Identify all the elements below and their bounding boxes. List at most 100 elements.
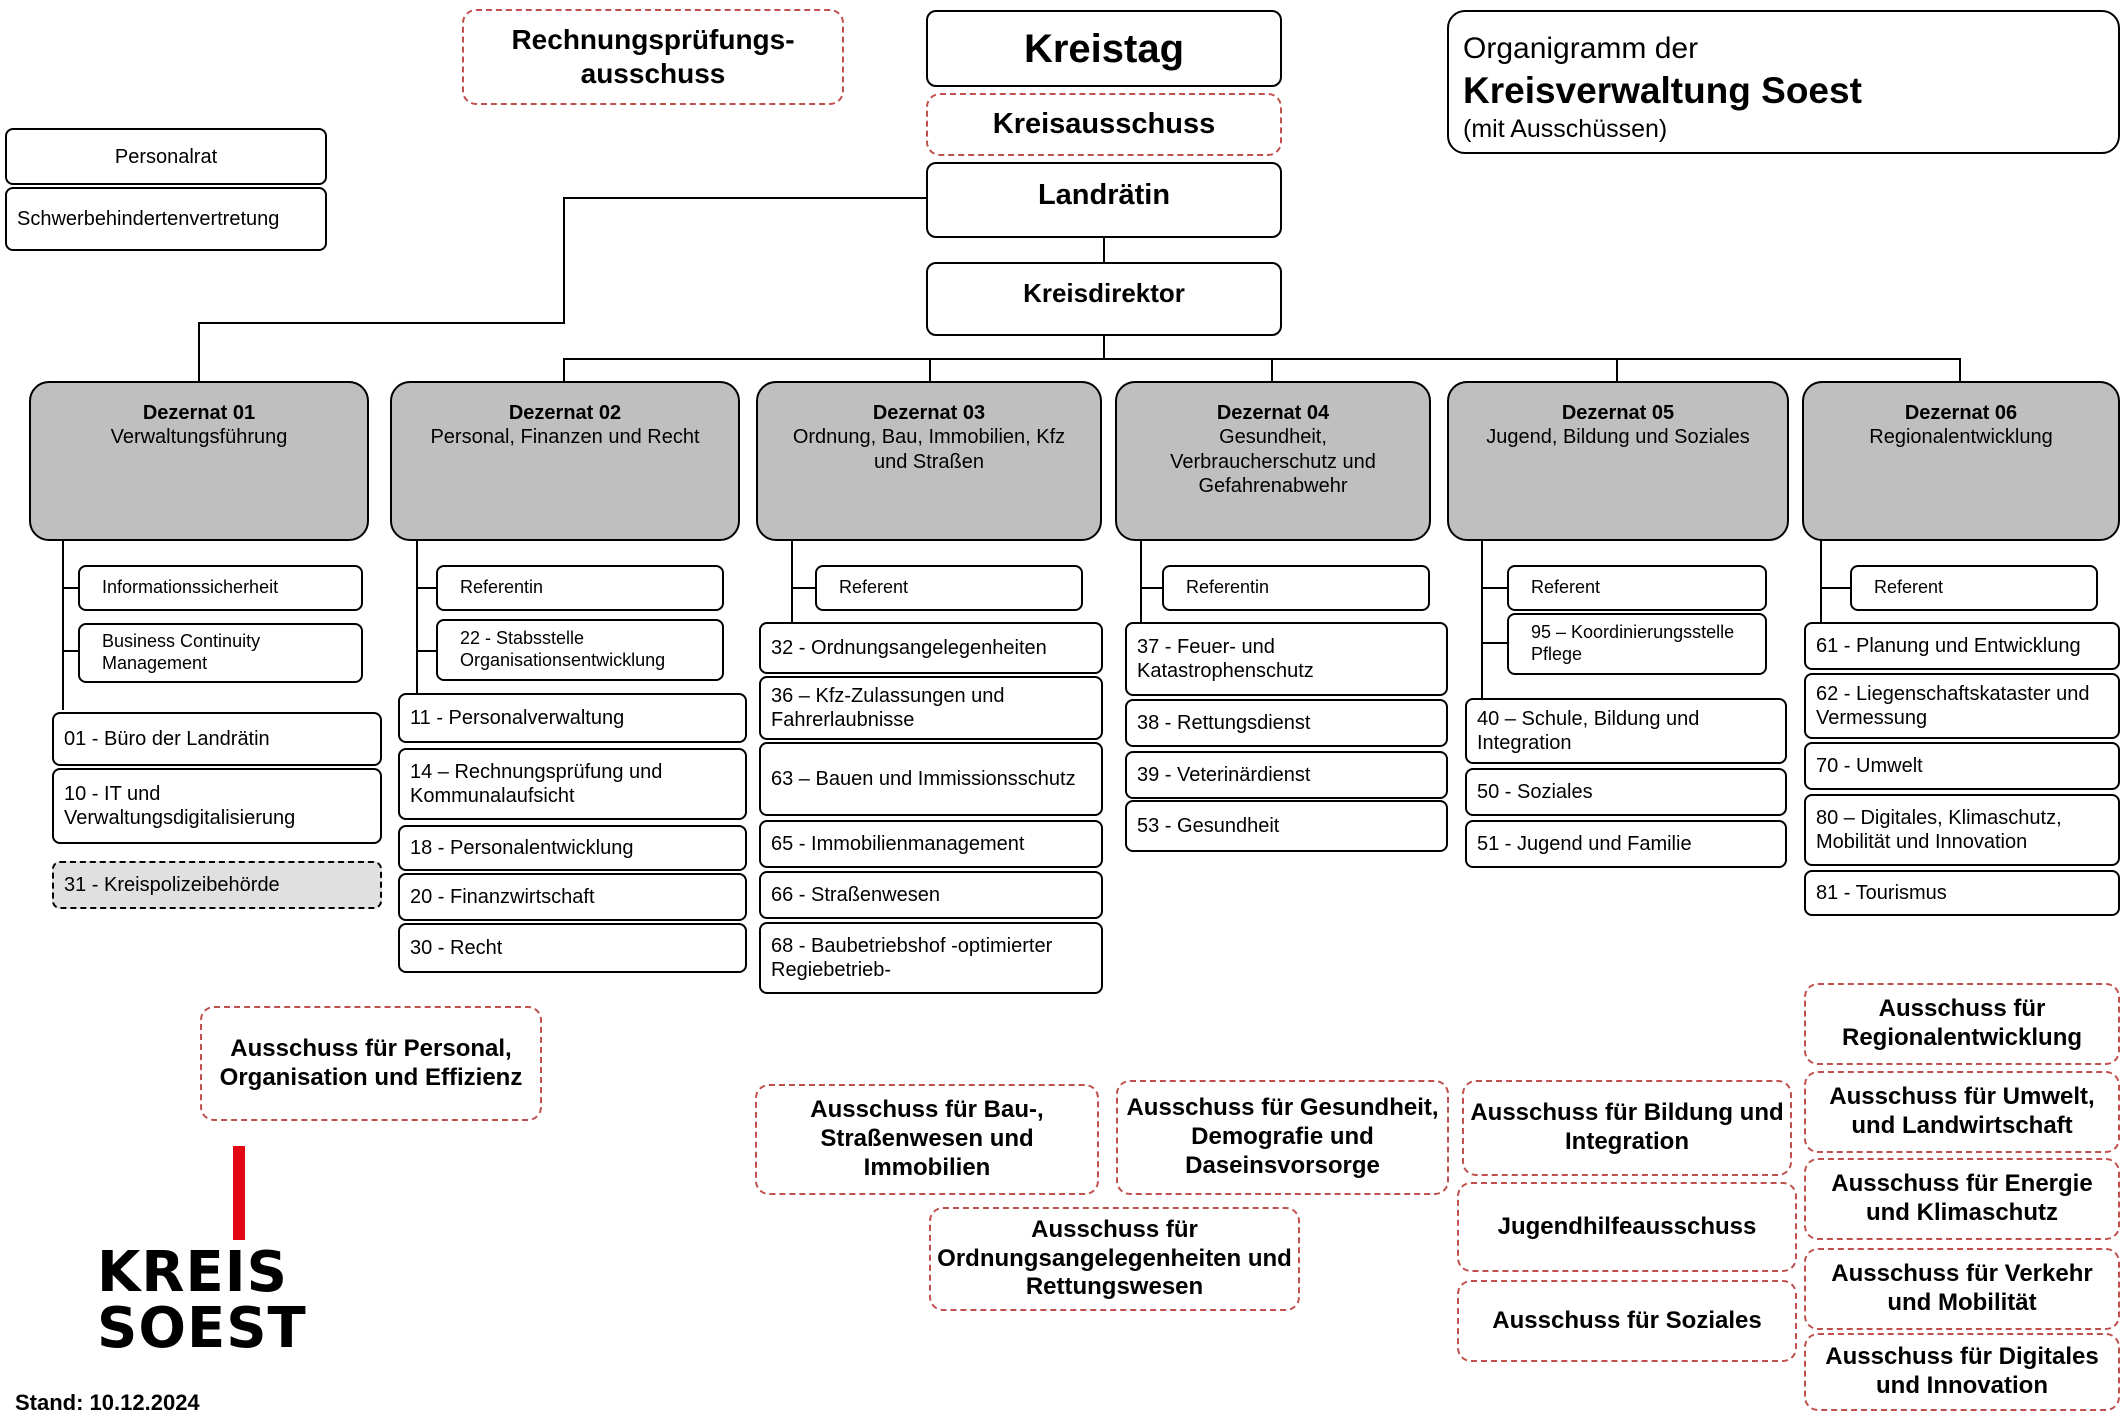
- line-to-dez01: [198, 322, 565, 324]
- kreisdirektor-label: Kreisdirektor: [1023, 278, 1185, 308]
- staff-label: Referentin: [460, 577, 544, 598]
- line-drop-01: [198, 322, 200, 382]
- schwerbehindertenvertretung-box[interactable]: Schwerbehindertenvertretung: [5, 187, 327, 251]
- unit-label: 53 - Gesundheit: [1137, 815, 1280, 837]
- page-title: Kreisverwaltung Soest: [1463, 69, 1862, 111]
- unit-box[interactable]: 80 – Digitales, Klimaschutz, Mobilität u…: [1804, 794, 2120, 866]
- committee-box[interactable]: Ausschuss für Personal, Organisation und…: [200, 1006, 542, 1121]
- logo-red-bar: [233, 1146, 245, 1240]
- committee-label: Ausschuss für Soziales: [1492, 1306, 1762, 1334]
- committee-box[interactable]: Jugendhilfeausschuss: [1457, 1182, 1797, 1272]
- dezernat-05-box[interactable]: Dezernat 05 Jugend, Bildung und Soziales: [1447, 381, 1789, 541]
- committee-box[interactable]: Ausschuss für Soziales: [1457, 1280, 1797, 1362]
- kreisausschuss-box[interactable]: Kreisausschuss: [926, 93, 1282, 156]
- kreisdirektor-box[interactable]: Kreisdirektor: [926, 262, 1282, 336]
- tick-04a: [1140, 587, 1164, 589]
- line-staff-01: [62, 538, 64, 710]
- landraetin-box[interactable]: Landrätin: [926, 162, 1282, 238]
- line-kreisdirektor-down: [1103, 335, 1105, 359]
- dezernat-05-head: Dezernat 05: [1561, 402, 1675, 424]
- unit-label: 61 - Planung und Entwicklung: [1816, 635, 2081, 657]
- unit-label: 68 - Baubetriebshof -optimierter Regiebe…: [771, 935, 1053, 981]
- committee-box[interactable]: Ausschuss für Energie und Klimaschutz: [1804, 1158, 2120, 1240]
- dezernat-06-box[interactable]: Dezernat 06 Regionalentwicklung: [1802, 381, 2120, 541]
- dezernat-02-name: Personal, Finanzen und Recht: [430, 426, 700, 449]
- staff-box[interactable]: Business Continuity Management: [78, 623, 363, 683]
- tick-06a: [1820, 587, 1850, 589]
- line-drop-05: [1616, 358, 1618, 382]
- unit-box[interactable]: 36 – Kfz-Zulassungen und Fahrerlaubnisse: [759, 676, 1103, 740]
- committee-label: Ausschuss für Gesundheit, Demografie und…: [1126, 1094, 1439, 1179]
- unit-box[interactable]: 11 - Personalverwaltung: [398, 693, 747, 743]
- staff-box[interactable]: Referent: [1507, 565, 1767, 611]
- unit-box[interactable]: 65 - Immobilienmanagement: [759, 820, 1103, 868]
- committee-box[interactable]: Ausschuss für Ordnungsangelegenheiten un…: [929, 1207, 1300, 1311]
- line-landraetin-left: [563, 197, 927, 199]
- unit-label: 30 - Recht: [410, 937, 503, 959]
- kreistag-box[interactable]: Kreistag: [926, 10, 1282, 87]
- staff-box[interactable]: 22 - Stabsstelle Organisationsentwicklun…: [436, 619, 724, 681]
- unit-label: 51 - Jugend und Familie: [1477, 833, 1692, 855]
- committee-box[interactable]: Ausschuss für Digitales und Innovation: [1804, 1333, 2120, 1411]
- dezernat-01-box[interactable]: Dezernat 01 Verwaltungsführung: [29, 381, 369, 541]
- line-drop-02: [563, 358, 565, 382]
- unit-box[interactable]: 63 – Bauen und Immissionsschutz: [759, 742, 1103, 816]
- unit-label: 80 – Digitales, Klimaschutz, Mobilität u…: [1816, 807, 2062, 853]
- unit-box[interactable]: 37 - Feuer- und Katastrophenschutz: [1125, 622, 1448, 696]
- unit-box[interactable]: 39 - Veterinärdienst: [1125, 751, 1448, 799]
- committee-box[interactable]: Ausschuss für Gesundheit, Demografie und…: [1116, 1080, 1449, 1195]
- unit-box[interactable]: 51 - Jugend und Familie: [1465, 820, 1787, 868]
- unit-box[interactable]: 50 - Soziales: [1465, 768, 1787, 816]
- unit-box[interactable]: 14 – Rechnungsprüfung und Kommunalaufsic…: [398, 748, 747, 820]
- unit-box[interactable]: 32 - Ordnungsangelegenheiten: [759, 622, 1103, 674]
- unit-box[interactable]: 61 - Planung und Entwicklung: [1804, 622, 2120, 670]
- unit-box[interactable]: 20 - Finanzwirtschaft: [398, 873, 747, 921]
- dezernat-04-name: Gesundheit, Verbraucherschutz und Gefahr…: [1170, 426, 1376, 498]
- staff-box[interactable]: 95 – Koordinierungsstelle Pflege: [1507, 613, 1767, 675]
- personalrat-box[interactable]: Personalrat: [5, 128, 327, 185]
- unit-label: 65 - Immobilienmanagement: [771, 833, 1025, 855]
- committee-label: Ausschuss für Bildung und Integration: [1470, 1099, 1784, 1155]
- rechnungspruefungsausschuss-box[interactable]: Rechnungsprüfungs-ausschuss: [462, 9, 844, 105]
- committee-box[interactable]: Ausschuss für Bildung und Integration: [1462, 1080, 1792, 1176]
- unit-box[interactable]: 81 - Tourismus: [1804, 870, 2120, 916]
- unit-box[interactable]: 10 - IT und Verwaltungsdigitalisierung: [52, 768, 382, 844]
- dezernat-02-head: Dezernat 02: [508, 402, 622, 424]
- unit-box-kreispolizei[interactable]: 31 - Kreispolizeibehörde: [52, 861, 382, 909]
- unit-label: 14 – Rechnungsprüfung und Kommunalaufsic…: [410, 761, 663, 807]
- tick-05b: [1481, 642, 1507, 644]
- unit-box[interactable]: 40 – Schule, Bildung und Integration: [1465, 698, 1787, 764]
- personalrat-label: Personalrat: [114, 145, 218, 168]
- committee-box[interactable]: Ausschuss für Bau-, Straßenwesen und Imm…: [755, 1084, 1099, 1195]
- committee-box[interactable]: Ausschuss für Umwelt, und Landwirtschaft: [1804, 1071, 2120, 1153]
- committee-box[interactable]: Ausschuss für Verkehr und Mobilität: [1804, 1248, 2120, 1330]
- dezernat-03-box[interactable]: Dezernat 03 Ordnung, Bau, Immobilien, Kf…: [756, 381, 1102, 541]
- staff-box[interactable]: Referent: [1850, 565, 2098, 611]
- unit-box[interactable]: 53 - Gesundheit: [1125, 800, 1448, 852]
- title-box: Organigramm der Kreisverwaltung Soest (m…: [1447, 10, 2120, 154]
- dezernat-04-box[interactable]: Dezernat 04 Gesundheit, Verbraucherschut…: [1115, 381, 1431, 541]
- dezernat-06-head: Dezernat 06: [1904, 402, 2018, 424]
- unit-box[interactable]: 30 - Recht: [398, 923, 747, 973]
- unit-box[interactable]: 62 - Liegenschaftskataster und Vermessun…: [1804, 673, 2120, 739]
- unit-box[interactable]: 18 - Personalentwicklung: [398, 825, 747, 871]
- staff-label: Referent: [839, 577, 909, 598]
- staff-box[interactable]: Referentin: [436, 565, 724, 611]
- unit-box[interactable]: 66 - Straßenwesen: [759, 871, 1103, 919]
- unit-box[interactable]: 70 - Umwelt: [1804, 742, 2120, 790]
- staff-box[interactable]: Referent: [815, 565, 1083, 611]
- staff-label: 22 - Stabsstelle Organisationsentwicklun…: [460, 628, 666, 670]
- dezernat-01-name: Verwaltungsführung: [110, 426, 288, 449]
- tick-05a: [1481, 587, 1507, 589]
- staff-box[interactable]: Informationssicherheit: [78, 565, 363, 611]
- dezernat-02-box[interactable]: Dezernat 02 Personal, Finanzen und Recht: [390, 381, 740, 541]
- unit-box[interactable]: 01 - Büro der Landrätin: [52, 712, 382, 766]
- unit-box[interactable]: 38 - Rettungsdienst: [1125, 699, 1448, 747]
- unit-box[interactable]: 68 - Baubetriebshof -optimierter Regiebe…: [759, 922, 1103, 994]
- committee-box[interactable]: Ausschuss für Regionalentwicklung: [1804, 983, 2120, 1065]
- unit-label: 66 - Straßenwesen: [771, 884, 940, 906]
- title-line3: (mit Ausschüssen): [1463, 114, 1668, 143]
- unit-label: 50 - Soziales: [1477, 781, 1593, 803]
- tick-02a: [416, 587, 436, 589]
- staff-box[interactable]: Referentin: [1162, 565, 1430, 611]
